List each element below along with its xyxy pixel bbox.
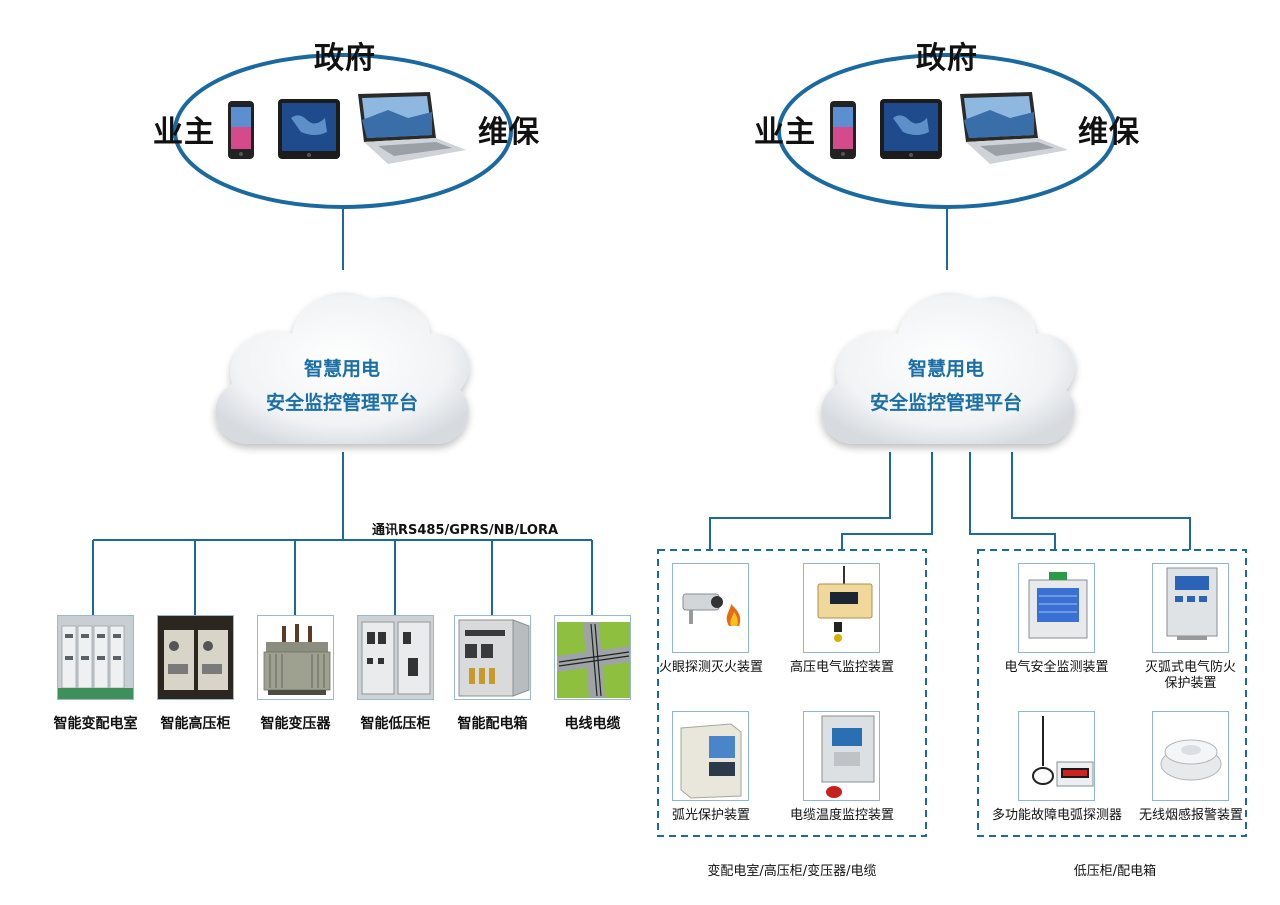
- device-label: 电气安全监测装置: [1004, 660, 1109, 675]
- cloud-to-groups-lines: [709, 452, 1191, 550]
- device-label: 多功能故障电弧探测器: [992, 808, 1123, 823]
- device-label: 高压电气监控装置: [789, 660, 894, 675]
- platform-name-line1: 智慧用电: [907, 358, 984, 380]
- device-label: 灭弧式电气防火: [1144, 660, 1236, 675]
- bus-drop-lines-left: [92, 540, 593, 615]
- cloud-shape-left: [215, 292, 470, 444]
- comm-protocol-label: 通讯RS485/GPRS/NB/LORA: [372, 523, 559, 538]
- equipment-label: 智能高压柜: [160, 716, 231, 732]
- low-voltage-cabinet-photo: [357, 615, 434, 700]
- cloud-text-left: 智慧用电 安全监控管理平台: [222, 352, 462, 420]
- device-label: 电缆温度监控装置: [789, 808, 894, 823]
- platform-name-line2: 安全监控管理平台: [265, 392, 418, 414]
- transformer-photo: [257, 615, 334, 700]
- device-label: 弧光保护装置: [671, 808, 750, 823]
- laptop-icon: [358, 92, 466, 164]
- cable-temp-monitor-icon: [803, 711, 880, 801]
- ring-label-top-right: 政府: [916, 41, 978, 76]
- equipment-label: 智能变压器: [260, 716, 331, 732]
- smartphone-icon: [830, 101, 856, 159]
- smoke-alarm-icon: [1152, 711, 1229, 801]
- equipment-label: 智能变配电室: [53, 716, 138, 732]
- platform-name-line2: 安全监控管理平台: [869, 392, 1022, 414]
- ring-label-left-right: 业主: [754, 115, 816, 150]
- cloud-text-right: 智慧用电 安全监控管理平台: [826, 352, 1066, 420]
- ring-label-right-left: 维保: [478, 115, 540, 150]
- equipment-label: 电线电缆: [564, 716, 621, 732]
- cable-tray-photo: [554, 615, 631, 700]
- distribution-box-photo: [454, 615, 531, 700]
- group-caption: 低压柜/配电箱: [1073, 864, 1157, 879]
- cloud-shape-right: [821, 292, 1076, 444]
- group-caption: 变配电室/高压柜/变压器/电缆: [707, 864, 877, 879]
- electric-safety-meter-icon: [1018, 563, 1095, 653]
- laptop-icon: [960, 92, 1068, 164]
- tablet-icon: [278, 99, 340, 159]
- platform-name-line1: 智慧用电: [303, 358, 380, 380]
- ring-label-right-right: 维保: [1078, 115, 1140, 150]
- switchgear-room-photo: [57, 615, 134, 700]
- device-label: 火眼探测灭火装置: [658, 660, 763, 675]
- tablet-icon: [880, 99, 942, 159]
- hv-monitor-icon: [803, 563, 880, 653]
- device-label: 无线烟感报警装置: [1138, 808, 1243, 823]
- device-label-multiline: 灭弧式电气防火 保护装置: [1138, 660, 1243, 692]
- group-a-dashed-box: [657, 549, 927, 837]
- arc-fault-detector-icon: [1018, 711, 1095, 801]
- arc-extinguish-protector-icon: [1152, 563, 1229, 653]
- high-voltage-cabinet-photo: [157, 615, 234, 700]
- equipment-label: 智能低压柜: [360, 716, 431, 732]
- camera-fire-icon: [672, 563, 749, 653]
- device-label: 保护装置: [1164, 676, 1217, 691]
- ring-label-top-left: 政府: [314, 41, 376, 76]
- smartphone-icon: [228, 101, 254, 159]
- group-b-dashed-box: [977, 549, 1247, 837]
- equipment-label: 智能配电箱: [457, 716, 528, 732]
- arc-protection-icon: [672, 711, 749, 801]
- ring-label-left-left: 业主: [153, 115, 215, 150]
